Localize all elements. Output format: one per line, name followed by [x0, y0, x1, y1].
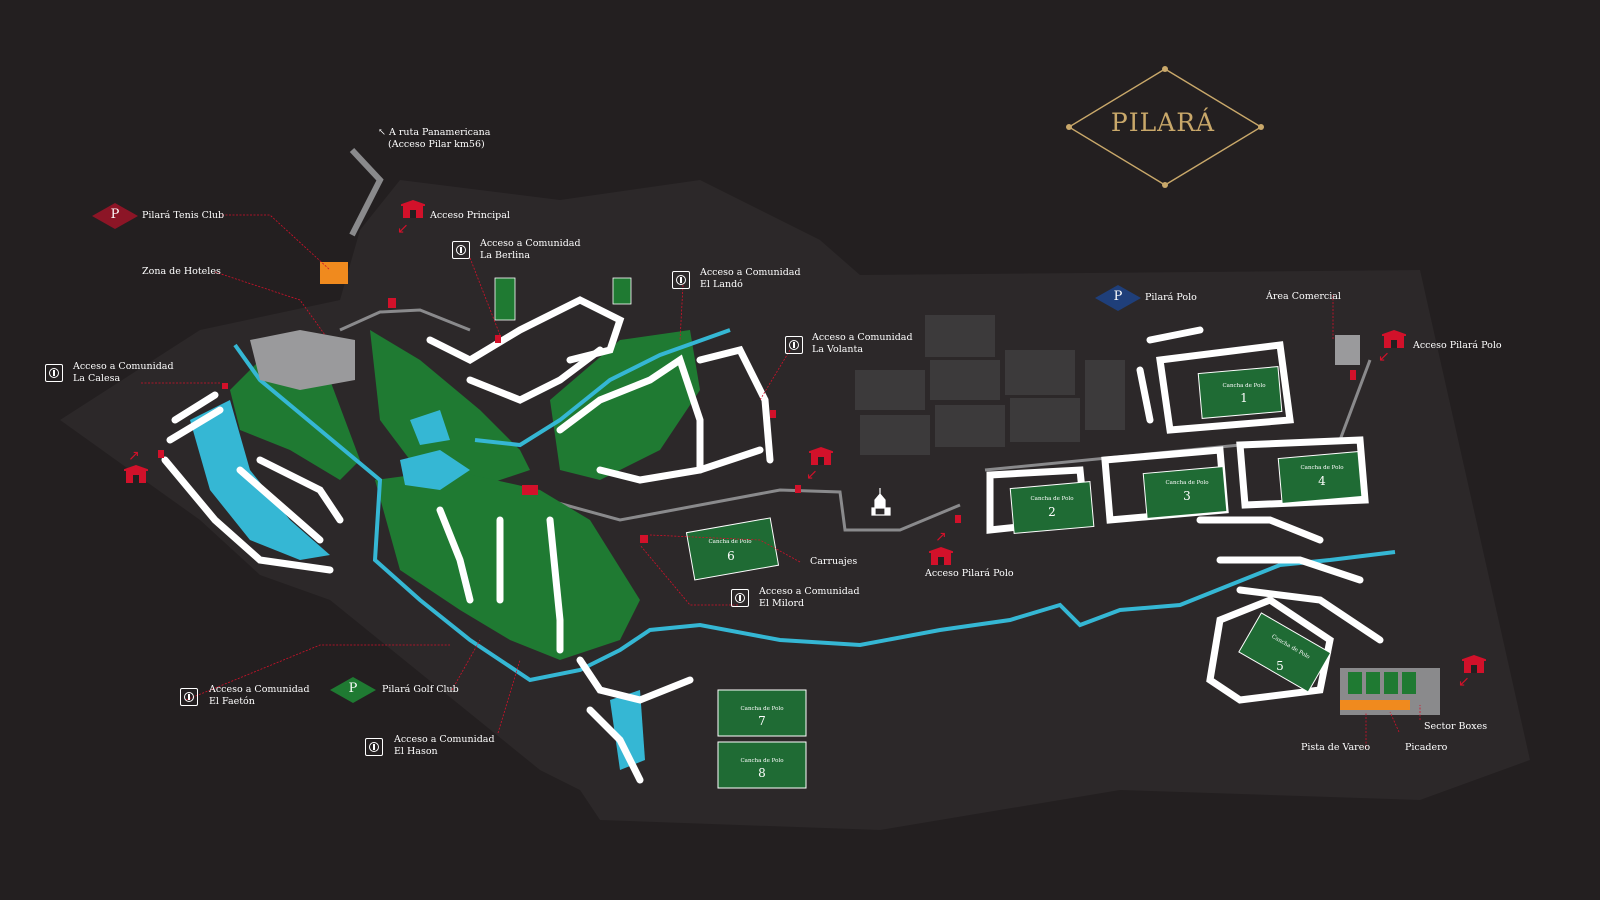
polo-court-3: Cancha de Polo 3 [1142, 466, 1228, 519]
hotel-buildings [320, 262, 348, 284]
polo-court-3-number: 3 [1183, 489, 1191, 503]
community-access-icon [452, 241, 470, 259]
main-road [339, 308, 961, 532]
label-golf-club[interactable]: Pilará Golf Club [382, 684, 459, 695]
polo-court-5: Cancha de Polo 5 [1238, 612, 1332, 693]
polo-court-4-label: Cancha de Polo [1300, 465, 1344, 471]
gate-markers [158, 298, 1356, 543]
community-access-icon [365, 738, 383, 756]
golf-club-marker[interactable]: P [330, 677, 376, 703]
polo-grounds-blocks [855, 315, 1125, 455]
pilara-logo-frame [1066, 66, 1264, 188]
label-carruajes[interactable]: Carruajes [810, 556, 858, 567]
north-east-arrow-icon: ↗ [935, 529, 947, 545]
north-west-arrow-icon: ↖ [378, 127, 389, 138]
polo-court-8: Cancha de Polo 8 [717, 741, 807, 789]
chapel-icon [871, 488, 891, 516]
ruta-line-1: ↖ A ruta Panamericana [378, 127, 491, 138]
label-picadero[interactable]: Picadero [1405, 742, 1448, 753]
label-acceso-polo-mid[interactable]: Acceso Pilará Polo [925, 568, 1014, 579]
boxes-stalls [1348, 672, 1416, 694]
south-west-arrow-icon: ↙ [1378, 349, 1390, 365]
label-pilara-polo[interactable]: Pilará Polo [1145, 292, 1197, 303]
acceso-polo-right-gate-icon [1382, 330, 1406, 348]
acceso-calesa-gate-icon [124, 465, 148, 483]
polo-court-8-number: 8 [758, 766, 766, 780]
residential-lots [161, 296, 1384, 784]
polo-club-marker[interactable]: P [1095, 285, 1141, 311]
community-access-icon [672, 271, 690, 289]
acceso-boxes-gate-icon [1462, 655, 1486, 673]
label-pista-vareo[interactable]: Pista de Vareo [1301, 742, 1371, 753]
lake-north [410, 410, 450, 445]
label-sector-boxes[interactable]: Sector Boxes [1424, 721, 1488, 732]
polo-courts: Cancha de Polo 1 Cancha de Polo 2 Cancha… [685, 366, 1363, 789]
acceso-polo-mid-gate-icon [929, 547, 953, 565]
polo-court-2-number: 2 [1048, 505, 1056, 519]
golf-course-center [370, 330, 530, 490]
polo-court-3-label: Cancha de Polo [1165, 480, 1209, 486]
acceso-principal-gate-icon [401, 200, 425, 218]
sport-fields [494, 277, 632, 321]
polo-court-5-number: 5 [1276, 659, 1284, 673]
pista-vareo-marks [1340, 700, 1410, 710]
polo-court-4-number: 4 [1318, 474, 1326, 488]
tenis-club-marker[interactable]: P [92, 203, 138, 229]
polo-court-6: Cancha de Polo 6 [685, 517, 780, 581]
commercial-area [1335, 335, 1360, 365]
polo-court-1-label: Cancha de Polo [1222, 383, 1266, 389]
label-acceso-polo-right[interactable]: Acceso Pilará Polo [1413, 340, 1502, 351]
polo-court-7-label: Cancha de Polo [740, 706, 784, 712]
lake-south [610, 690, 645, 770]
polo-court-7: Cancha de Polo 7 [717, 689, 807, 737]
polo-court-7-number: 7 [758, 714, 766, 728]
community-access-icon [180, 688, 198, 706]
polo-court-4: Cancha de Polo 4 [1277, 451, 1363, 504]
label-area-comercial[interactable]: Área Comercial [1266, 291, 1341, 302]
hotel-zone-area [250, 330, 355, 390]
label-acceso-principal[interactable]: Acceso Principal [430, 210, 510, 221]
polo-court-6-label: Cancha de Polo [708, 539, 752, 545]
south-west-arrow-icon: ↙ [806, 467, 818, 483]
lake-west [190, 400, 330, 560]
pilara-logo-text: PILARÁ [1110, 108, 1216, 137]
community-access-icon [785, 336, 803, 354]
community-access-icon [731, 589, 749, 607]
polo-court-8-label: Cancha de Polo [740, 758, 784, 764]
polo-court-2-label: Cancha de Polo [1030, 496, 1074, 502]
polo-court-2: Cancha de Polo 2 [1009, 481, 1095, 534]
acceso-volanta-gate-icon [809, 447, 833, 465]
lake-center [400, 450, 470, 490]
label-ruta-panamericana: ↖ A ruta Panamericana (Acceso Pilar km56… [378, 127, 490, 151]
river-branch [474, 328, 731, 448]
polo-court-6-number: 6 [727, 549, 735, 563]
land-area [60, 180, 1530, 830]
ruta-line-2: (Acceso Pilar km56) [388, 139, 485, 150]
north-east-arrow-icon: ↗ [128, 448, 140, 464]
polo-court-1: Cancha de Polo 1 [1197, 366, 1283, 419]
label-tenis-club[interactable]: Pilará Tenis Club [142, 210, 225, 221]
south-west-arrow-icon: ↙ [397, 221, 409, 237]
label-zona-hoteles[interactable]: Zona de Hoteles [142, 266, 221, 277]
leader-lines [141, 214, 1421, 747]
polo-court-1-number: 1 [1240, 391, 1248, 405]
river [233, 343, 1396, 683]
south-west-arrow-icon: ↙ [1458, 674, 1470, 690]
community-access-icon [45, 364, 63, 382]
highway-road [349, 147, 384, 237]
